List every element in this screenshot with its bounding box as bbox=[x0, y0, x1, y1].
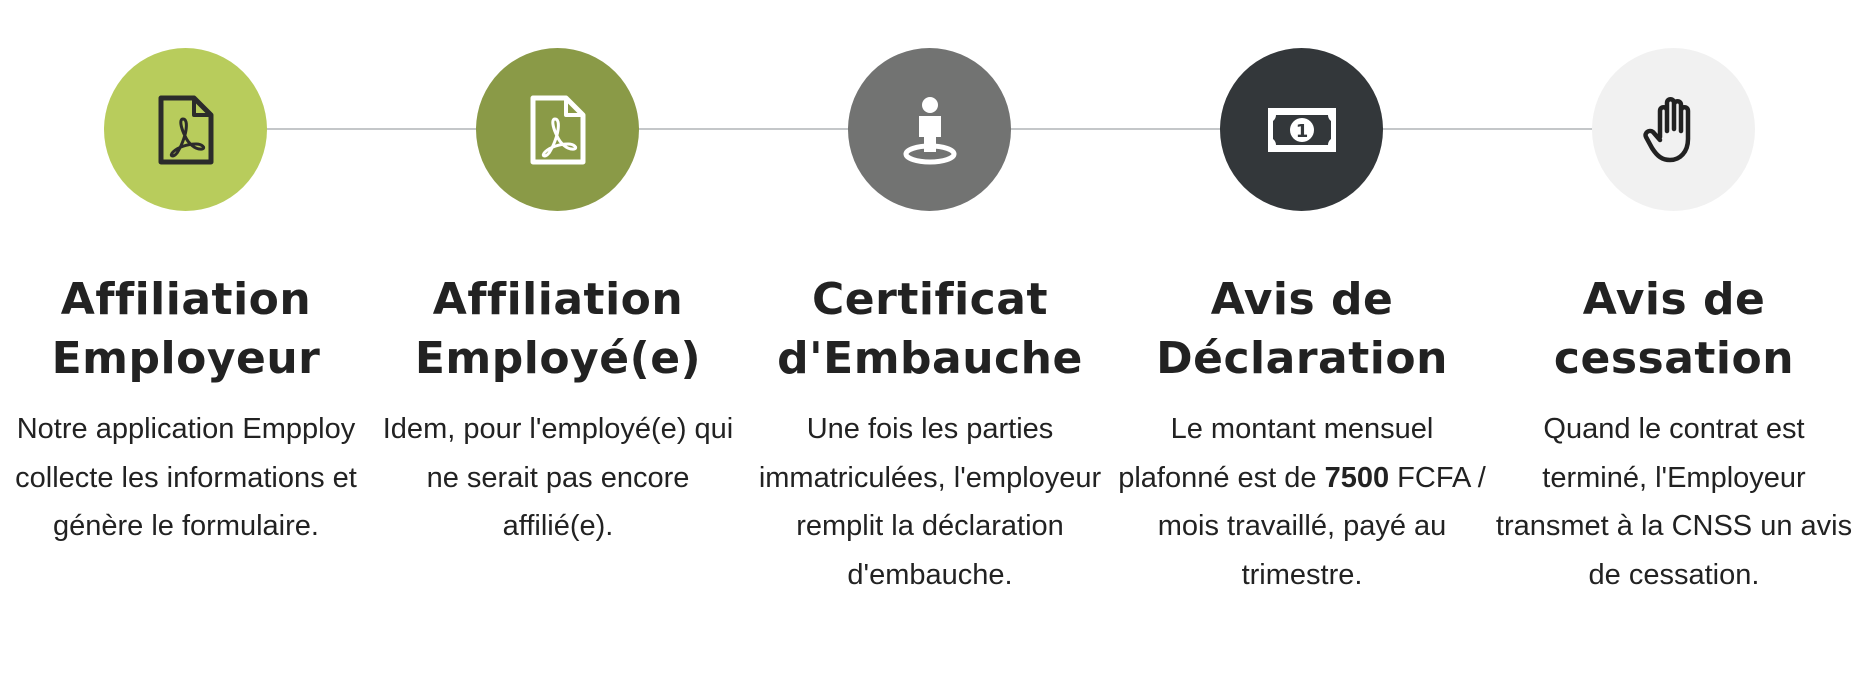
step-title-line1: Certificat bbox=[812, 274, 1048, 325]
step-title: Affiliation Employé(e) bbox=[372, 270, 744, 388]
desc-text-after: FCFA / mois travaillé, payé au trimestre… bbox=[1157, 461, 1486, 591]
step-title: Avis de Déclaration bbox=[1116, 270, 1488, 388]
banknote-digit: 1 bbox=[1295, 121, 1308, 142]
step-title-line2: cessation bbox=[1553, 333, 1795, 384]
step-title-line1: Affiliation bbox=[432, 274, 684, 325]
hand-stop-icon bbox=[1642, 96, 1690, 162]
step-icon-circle bbox=[104, 48, 267, 211]
step-avis-cessation: Avis de cessation Quand le contrat est t… bbox=[1488, 0, 1860, 684]
pdf-file-icon bbox=[530, 95, 585, 164]
step-description: Quand le contrat est terminé, l'Employeu… bbox=[1495, 413, 1853, 591]
step-affiliation-employeur: Affiliation Employeur Notre application … bbox=[0, 0, 372, 684]
banknote-icon: 1 bbox=[1267, 107, 1336, 152]
person-location-icon bbox=[903, 96, 956, 164]
step-certificat-embauche: Certificat d'Embauche Une fois les parti… bbox=[744, 0, 1116, 684]
step-description: Une fois les parties immatriculées, l'em… bbox=[758, 413, 1102, 591]
pdf-file-icon bbox=[158, 95, 213, 164]
step-title: Avis de cessation bbox=[1488, 270, 1860, 388]
step-icon-circle: 1 bbox=[1220, 48, 1383, 211]
step-title-line1: Avis de bbox=[1210, 274, 1394, 325]
desc-amount: 7500 bbox=[1324, 461, 1390, 494]
step-title-line2: Déclaration bbox=[1156, 333, 1448, 384]
step-affiliation-employe: Affiliation Employé(e) Idem, pour l'empl… bbox=[372, 0, 744, 684]
step-description: Notre application Empploy collecte les i… bbox=[15, 413, 357, 542]
step-avis-declaration: 1 Avis de Déclaration Le montant mensuel… bbox=[1116, 0, 1488, 684]
step-title-line2: Employeur bbox=[51, 333, 321, 384]
step-title-line2: d'Embauche bbox=[777, 333, 1083, 384]
step-icon-circle bbox=[848, 48, 1011, 211]
desc-text-before: Le montant mensuel plafonné est de bbox=[1118, 413, 1434, 494]
step-title-line2: Employé(e) bbox=[414, 333, 702, 384]
step-title: Affiliation Employeur bbox=[0, 270, 372, 388]
step-description: Idem, pour l'employé(e) qui ne serait pa… bbox=[382, 413, 734, 542]
step-description: Le montant mensuel plafonné est de 7500 … bbox=[1116, 405, 1488, 599]
step-title-line1: Affiliation bbox=[60, 274, 312, 325]
step-icon-circle bbox=[476, 48, 639, 211]
step-title-line1: Avis de bbox=[1582, 274, 1766, 325]
step-title: Certificat d'Embauche bbox=[744, 270, 1116, 388]
step-icon-circle bbox=[1592, 48, 1755, 211]
